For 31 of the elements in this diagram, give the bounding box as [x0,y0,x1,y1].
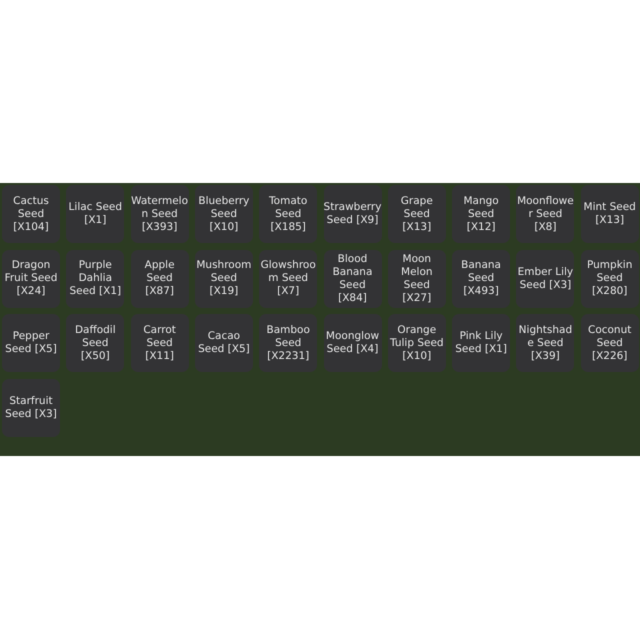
seed-label: Blueberry Seed [X10] [197,194,250,234]
seed-label: Apple Seed [X87] [144,259,176,298]
seed-label: Coconut Seed [X226] [586,324,632,362]
seed-label: Watermelon Seed [X393] [130,194,189,234]
seed-label: Moonflower Seed [X8] [516,194,574,234]
seed-label: Mint Seed [X13] [582,201,637,227]
seed-label: Pumpkin Seed [X280] [586,259,634,298]
seed-label: Orange Tulip Seed [X10] [389,324,445,362]
seed-label: Blood Banana Seed [X84] [332,252,374,304]
seed-label: Daffodil Seed [X50] [74,324,117,362]
seed-label: Banana Seed [X493] [460,259,502,298]
seed-label: Glowshroom Seed [X7] [260,259,317,298]
seed-label: Pink Lily Seed [X1] [454,330,508,356]
seed-label: Ember Lily Seed [X3] [516,266,574,292]
seed-label: Grape Seed [X13] [400,194,434,234]
seed-label: Pepper Seed [X5] [4,330,58,356]
seed-label: Bamboo Seed [X2231] [265,324,311,362]
seed-label: Mushroom Seed [X19] [195,259,252,298]
seed-label: Nightshade Seed [X39] [518,324,574,362]
seed-label: Cactus Seed [X104] [12,194,50,234]
seed-label: Lilac Seed [X1] [68,201,124,227]
seed-label: Mango Seed [X12] [462,194,500,234]
seed-label: Moon Melon Seed [X27] [400,252,434,304]
seed-label: Starfruit Seed [X3] [4,394,58,420]
seed-label: Purple Dahlia Seed [X1] [68,259,122,298]
seed-label: Cacao Seed [X5] [197,330,251,356]
seed-label: Moonglow Seed [X4] [324,330,380,356]
seed-label: Strawberry Seed [X9] [324,201,382,227]
seed-label: Carrot Seed [X11] [142,324,177,362]
seed-label: Tomato Seed [X185] [268,194,308,234]
seed-label: Dragon Fruit Seed [X24] [4,259,58,298]
